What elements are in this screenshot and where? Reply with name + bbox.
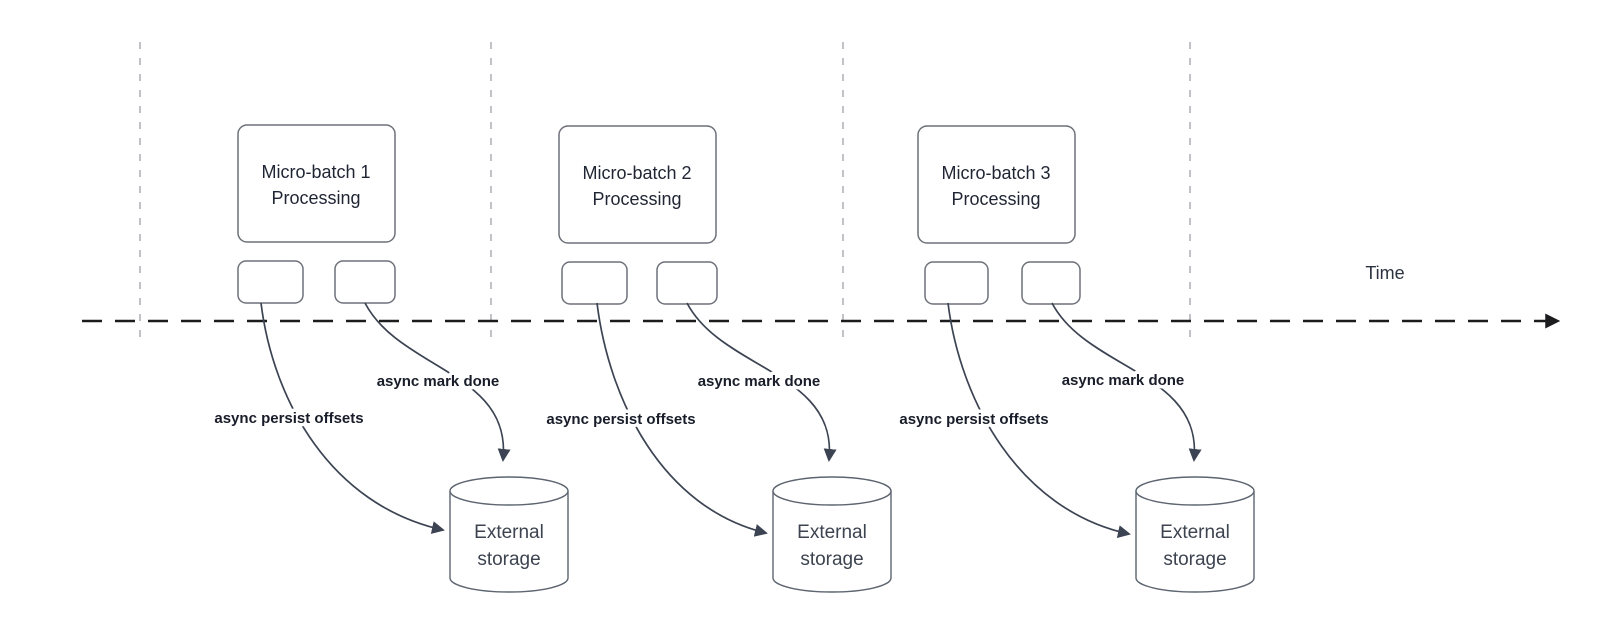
external-storage-3-top xyxy=(1135,476,1255,506)
microbatch-1-box xyxy=(237,124,396,243)
microbatch-1-title-line1: Micro-batch 1 xyxy=(261,162,370,182)
mark-done-arrow-2 xyxy=(686,302,837,462)
persist-offsets-arrow-3 xyxy=(947,302,1131,539)
microbatch-2-done-box xyxy=(656,261,718,305)
persist-offsets-arrow-1 xyxy=(260,302,445,534)
external-storage-1-body xyxy=(449,491,569,593)
microbatch-2-group: Micro-batch 2 Processing External storag… xyxy=(543,125,892,593)
mark-done-label-2: async mark done xyxy=(698,373,821,390)
external-storage-3-body xyxy=(1135,491,1255,593)
mark-done-label-1: async mark done xyxy=(377,373,500,390)
microbatch-3-offset-box xyxy=(924,261,989,305)
external-storage-1-top xyxy=(449,476,569,506)
microbatch-3-group: Micro-batch 3 Processing External storag… xyxy=(896,125,1255,593)
external-storage-2-body xyxy=(772,491,892,593)
microbatch-3-title-line2: Processing xyxy=(951,189,1040,209)
microbatch-2-title-line2: Processing xyxy=(592,189,681,209)
persist-offsets-label-1: async persist offsets xyxy=(214,410,363,427)
persist-offsets-arrow-2 xyxy=(596,302,768,537)
microbatch-2-box xyxy=(558,125,717,244)
external-storage-2-label-line2: storage xyxy=(800,549,863,570)
external-storage-1-label-line2: storage xyxy=(477,549,540,570)
microbatch-3-box xyxy=(917,125,1076,244)
persist-offsets-label-2: async persist offsets xyxy=(546,411,695,428)
external-storage-3-label-line1: External xyxy=(1160,522,1230,543)
external-storage-2-top xyxy=(772,476,892,506)
microbatch-1-done-box xyxy=(334,260,396,304)
microbatch-2-title-line1: Micro-batch 2 xyxy=(582,163,691,183)
microbatch-1-title-line2: Processing xyxy=(271,188,360,208)
external-storage-2-label-line1: External xyxy=(797,522,867,543)
mark-done-arrow-1 xyxy=(364,302,511,462)
time-axis-label: Time xyxy=(1365,263,1404,283)
microbatch-1-offset-box xyxy=(237,260,304,304)
mark-done-arrow-3 xyxy=(1051,302,1202,462)
microbatch-3-done-box xyxy=(1021,261,1081,305)
microbatch-2-offset-box xyxy=(561,261,628,305)
external-storage-1-label-line1: External xyxy=(474,522,544,543)
microbatch-3-title-line1: Micro-batch 3 xyxy=(941,163,1050,183)
microbatch-1-group: Micro-batch 1 Processing External storag… xyxy=(211,124,569,593)
mark-done-label-3: async mark done xyxy=(1062,372,1185,389)
persist-offsets-label-3: async persist offsets xyxy=(899,411,1048,428)
external-storage-3-label-line2: storage xyxy=(1163,549,1226,570)
